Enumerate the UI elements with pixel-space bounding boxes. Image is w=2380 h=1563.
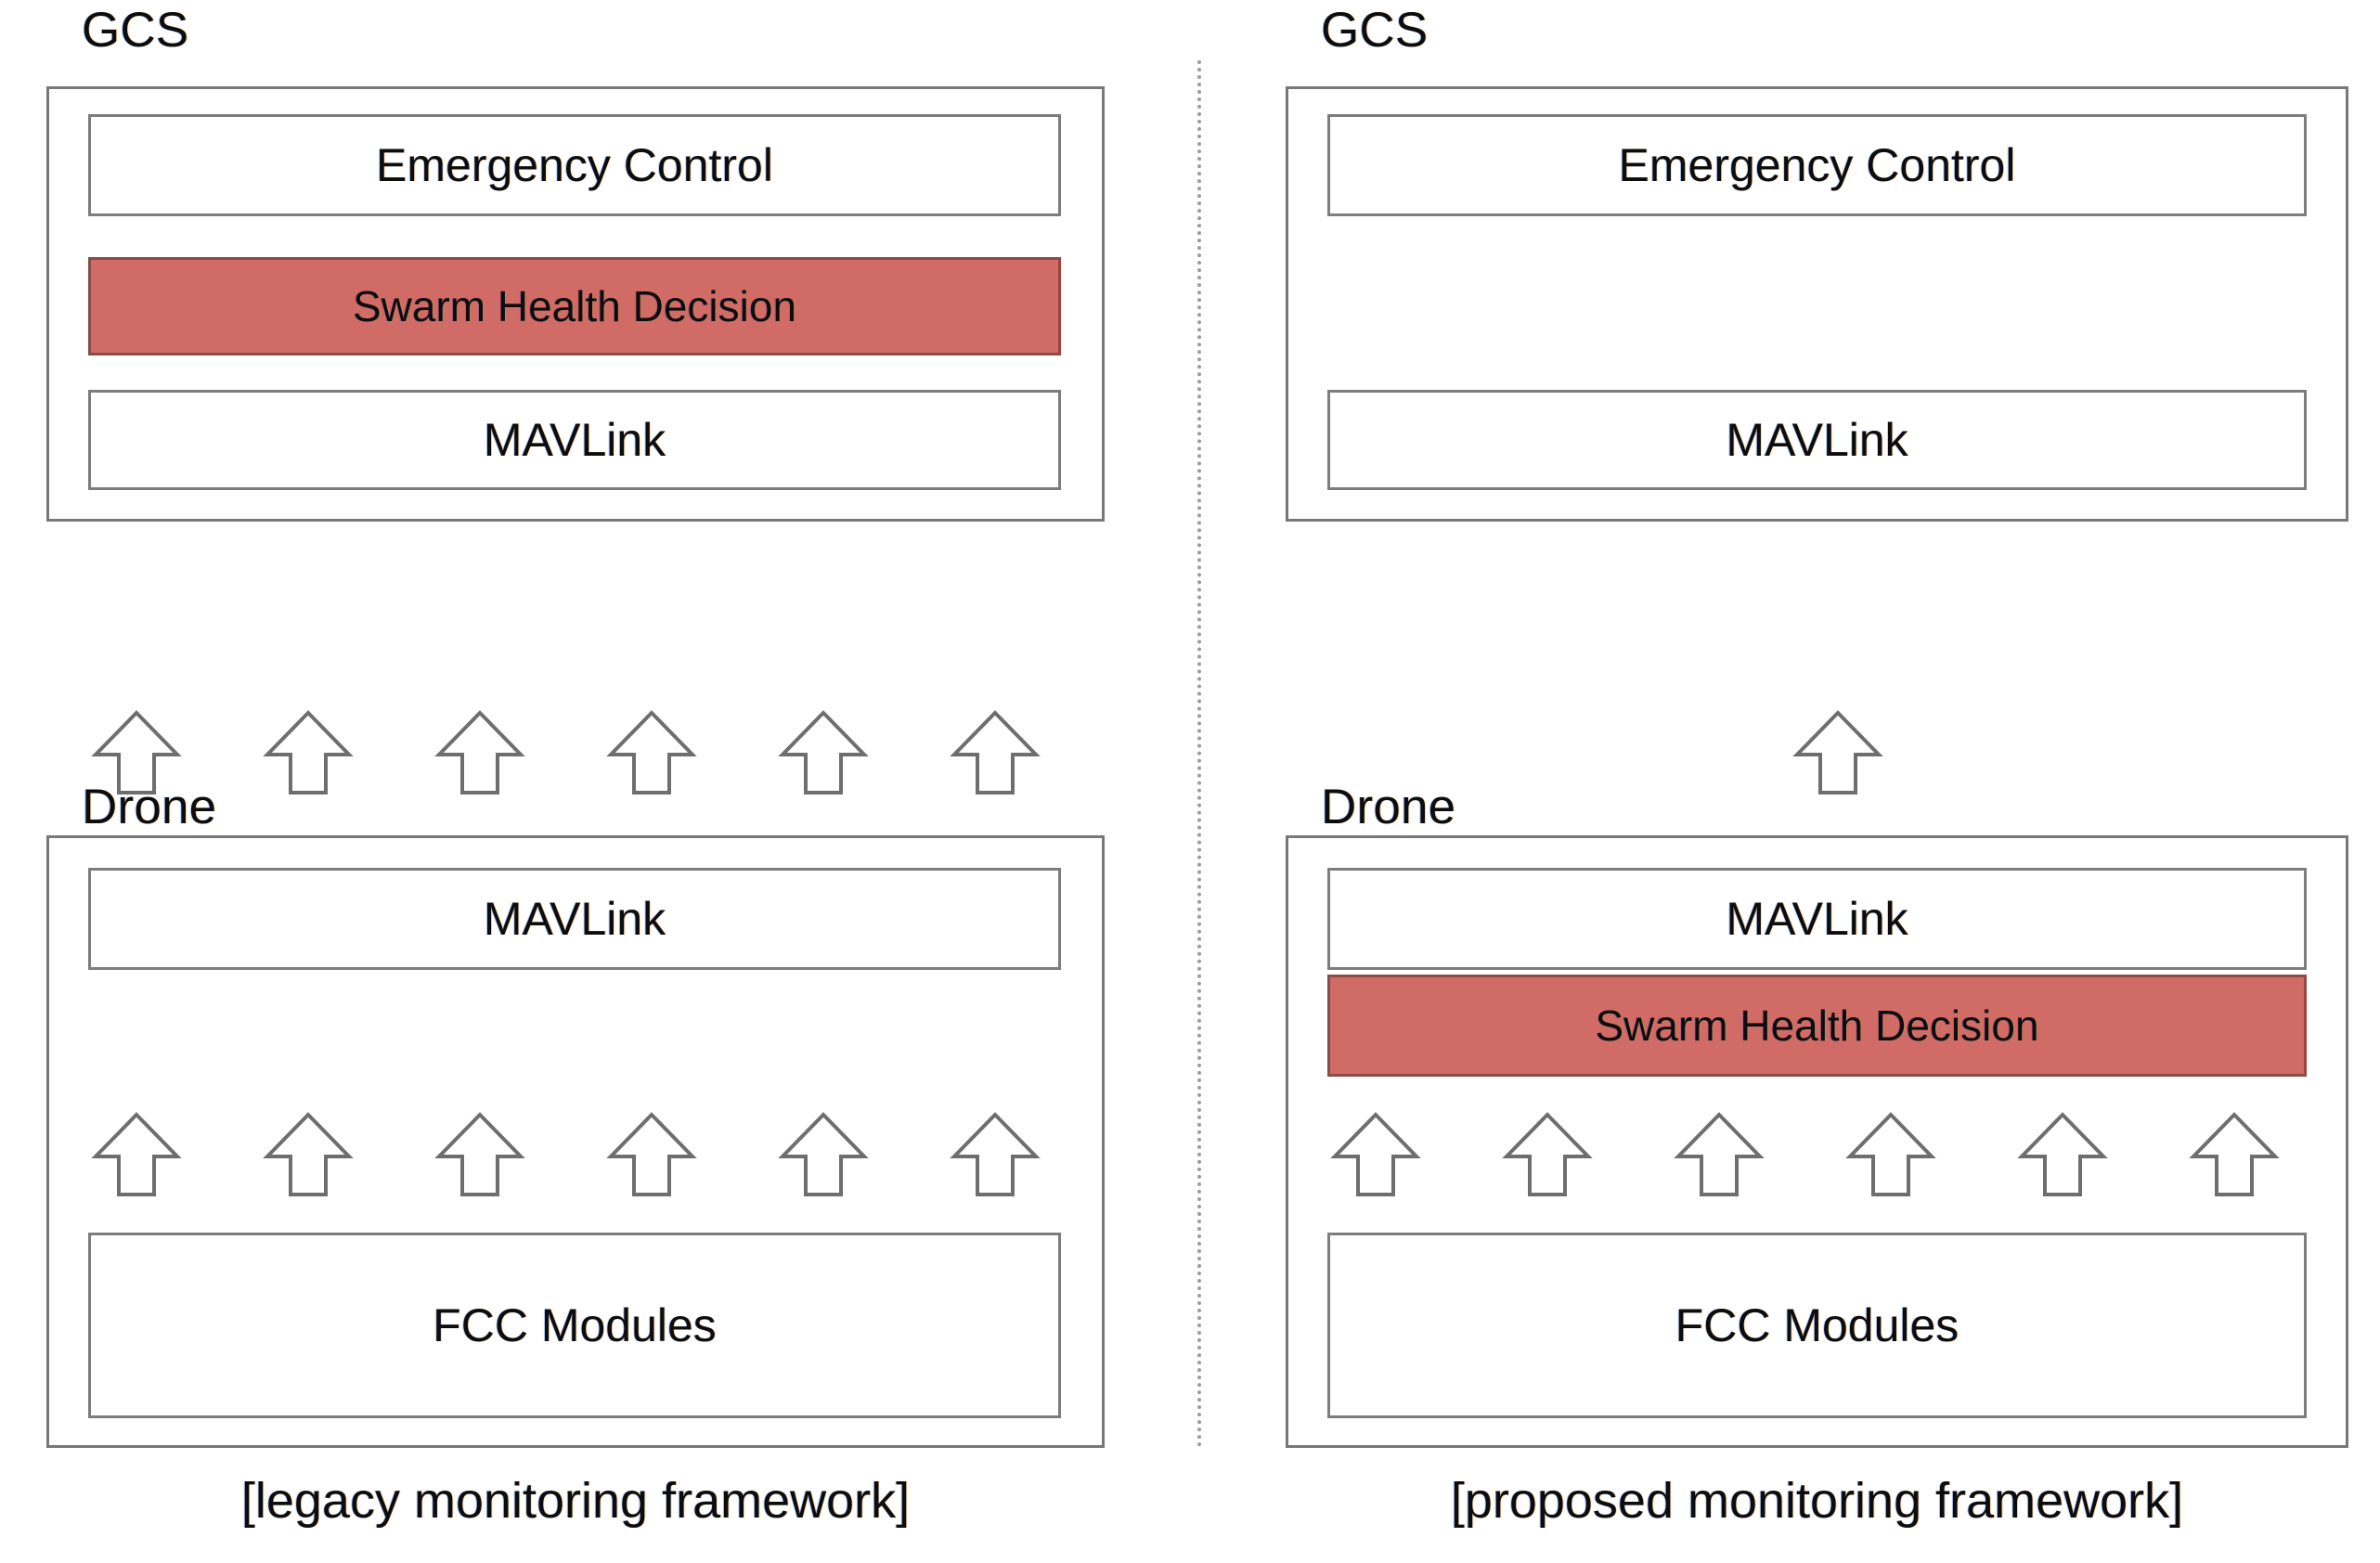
right-gcs-layer-mavlink[interactable]: MAVLink xyxy=(1327,390,2307,490)
left-gcs-layer-emergency-control[interactable]: Emergency Control xyxy=(88,114,1061,216)
left-internal-arrow-1 xyxy=(91,1112,182,1197)
left-uplink-arrow-1 xyxy=(91,710,182,795)
right-internal-arrow-2 xyxy=(1502,1112,1593,1197)
right-internal-arrow-1 xyxy=(1330,1112,1421,1197)
right-internal-arrow-5 xyxy=(2017,1112,2108,1197)
left-uplink-arrow-3 xyxy=(434,710,525,795)
right-drone-layer-swarm-health-decision[interactable]: Swarm Health Decision xyxy=(1327,975,2307,1077)
vertical-dotted-divider xyxy=(1197,60,1201,1448)
right-caption: [proposed monitoring framework] xyxy=(1450,1473,2184,1529)
right-drone-layer-mavlink[interactable]: MAVLink xyxy=(1327,868,2307,970)
left-caption: [legacy monitoring framework] xyxy=(240,1473,911,1529)
right-gcs-label: GCS xyxy=(1321,3,1429,58)
left-internal-arrow-3 xyxy=(434,1112,525,1197)
right-drone-layer-fcc-modules[interactable]: FCC Modules xyxy=(1327,1233,2307,1418)
right-internal-arrow-4 xyxy=(1845,1112,1936,1197)
left-internal-arrow-2 xyxy=(263,1112,354,1197)
left-internal-arrow-4 xyxy=(606,1112,697,1197)
left-internal-arrow-6 xyxy=(950,1112,1041,1197)
left-gcs-layer-swarm-health-decision[interactable]: Swarm Health Decision xyxy=(88,257,1061,355)
left-internal-arrow-5 xyxy=(778,1112,869,1197)
right-uplink-arrow-1 xyxy=(1792,710,1883,795)
left-gcs-label: GCS xyxy=(82,3,189,58)
left-uplink-arrow-2 xyxy=(263,710,354,795)
left-gcs-layer-mavlink[interactable]: MAVLink xyxy=(88,390,1061,490)
right-internal-arrow-3 xyxy=(1674,1112,1765,1197)
left-drone-layer-fcc-modules[interactable]: FCC Modules xyxy=(88,1233,1061,1418)
left-uplink-arrow-4 xyxy=(606,710,697,795)
right-gcs-layer-emergency-control[interactable]: Emergency Control xyxy=(1327,114,2307,216)
left-uplink-arrow-6 xyxy=(950,710,1041,795)
left-uplink-arrow-5 xyxy=(778,710,869,795)
right-internal-arrow-6 xyxy=(2189,1112,2280,1197)
right-drone-label: Drone xyxy=(1321,780,1456,834)
left-drone-layer-mavlink[interactable]: MAVLink xyxy=(88,868,1061,970)
left-drone-label: Drone xyxy=(82,780,217,834)
